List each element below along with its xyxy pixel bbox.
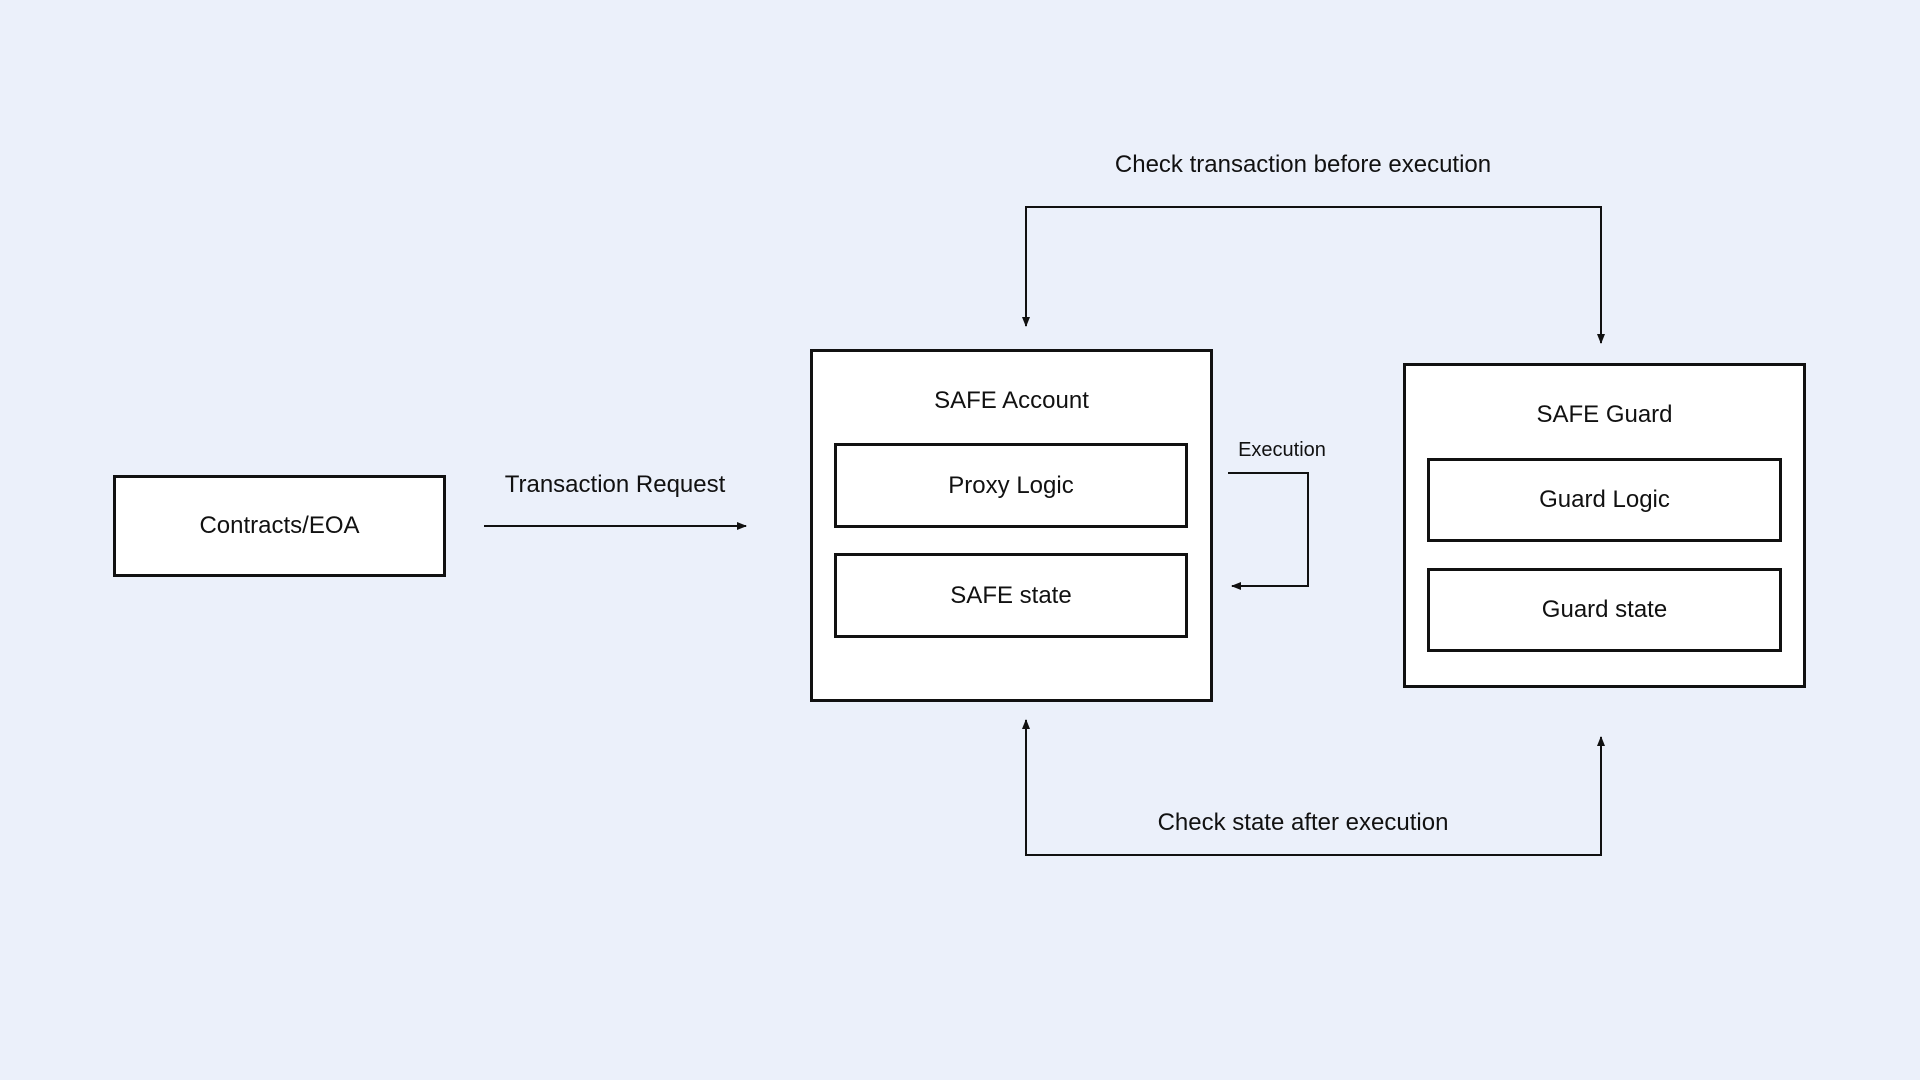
check-after-label: Check state after execution — [1157, 809, 1449, 836]
safe-guard-title: SAFE Guard — [1536, 401, 1673, 428]
transaction-request-label: Transaction Request — [504, 471, 726, 498]
check-before-label: Check transaction before execution — [1114, 151, 1492, 178]
check-after-connector — [1022, 719, 1605, 856]
guard-state-node: Guard state — [1427, 568, 1782, 652]
contracts-eoa-label: Contracts/EOA — [199, 512, 360, 539]
execution-label: Execution — [1238, 439, 1326, 461]
safe-account-title: SAFE Account — [934, 387, 1089, 414]
safe-state-label: SAFE state — [950, 581, 1072, 609]
guard-state-label: Guard state — [1541, 596, 1668, 623]
proxy-logic-label: Proxy Logic — [948, 471, 1074, 499]
safe-state-node: SAFE state — [834, 553, 1188, 638]
guard-logic-label: Guard Logic — [1539, 486, 1670, 513]
guard-logic-node: Guard Logic — [1427, 458, 1782, 542]
check-before-connector — [1022, 206, 1605, 344]
contracts-eoa-node: Contracts/EOA — [113, 475, 446, 577]
proxy-logic-node: Proxy Logic — [834, 443, 1188, 528]
execution-loop-arrow — [1228, 472, 1309, 590]
